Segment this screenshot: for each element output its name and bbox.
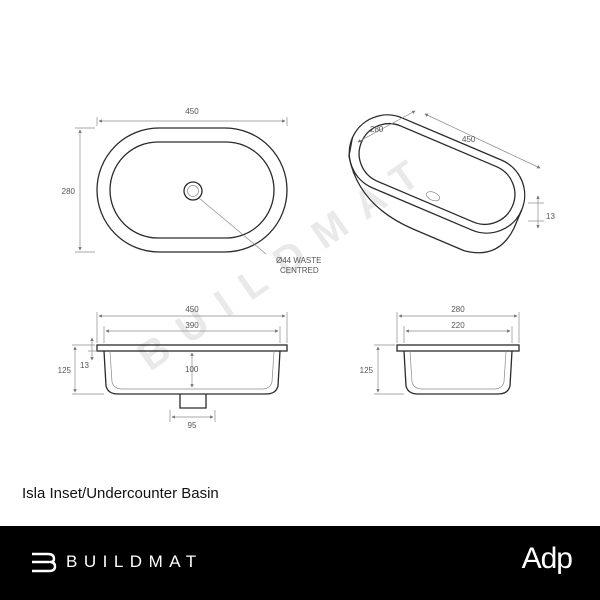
front-rim-label: 13 (80, 361, 89, 370)
iso-rim-label: 13 (546, 212, 555, 221)
front-height-label: 125 (58, 366, 72, 375)
waste-leader-line (198, 197, 267, 255)
side-height-label: 125 (360, 366, 374, 375)
iso-width-dimension (424, 113, 541, 169)
top-view: 450 280 Ø44 WASTE CENTRED (62, 107, 322, 275)
iso-depth-dimension (357, 110, 416, 143)
side-overall-width-label: 280 (451, 305, 465, 314)
top-view-depth-label: 280 (62, 187, 76, 196)
buildmat-logo-icon (32, 552, 57, 573)
front-waste-width-label: 95 (188, 421, 197, 430)
partner-logo: Adp (521, 542, 573, 575)
front-view: 450 390 125 13 100 95 (58, 305, 288, 430)
top-view-outer-rim (96, 127, 288, 253)
front-bowl-inner (109, 350, 275, 390)
front-inner-width-label: 390 (185, 321, 199, 330)
technical-drawing: BUILDMAT 450 280 Ø44 WASTE CENTRED 280 (58, 107, 556, 430)
iso-waste (426, 191, 440, 202)
iso-view: 280 450 13 (348, 110, 555, 254)
iso-depth-label: 280 (370, 125, 384, 134)
top-view-inner-bowl (109, 141, 275, 239)
front-overall-width-label: 450 (185, 305, 199, 314)
iso-bowl-body (348, 137, 523, 254)
front-bowl (103, 350, 281, 395)
side-bowl-inner (409, 350, 507, 390)
top-view-waste-inner (187, 185, 199, 197)
footer-bar: BUILDMAT Adp (0, 526, 600, 600)
side-rim (396, 344, 520, 352)
top-view-waste-outer (183, 181, 203, 201)
front-rim (96, 344, 288, 352)
waste-note-line1: Ø44 WASTE (276, 256, 322, 265)
side-inner-width-label: 220 (451, 321, 465, 330)
top-view-width-label: 450 (185, 107, 199, 116)
waste-note-line2: CENTRED (280, 266, 319, 275)
side-view: 280 220 125 (360, 305, 520, 395)
front-waste (179, 394, 207, 409)
product-title: Isla Inset/Undercounter Basin (22, 485, 219, 502)
iso-width-label: 450 (462, 135, 476, 144)
side-bowl (403, 350, 513, 395)
brand-name: BUILDMAT (66, 552, 203, 571)
front-bowl-depth-label: 100 (185, 365, 199, 374)
